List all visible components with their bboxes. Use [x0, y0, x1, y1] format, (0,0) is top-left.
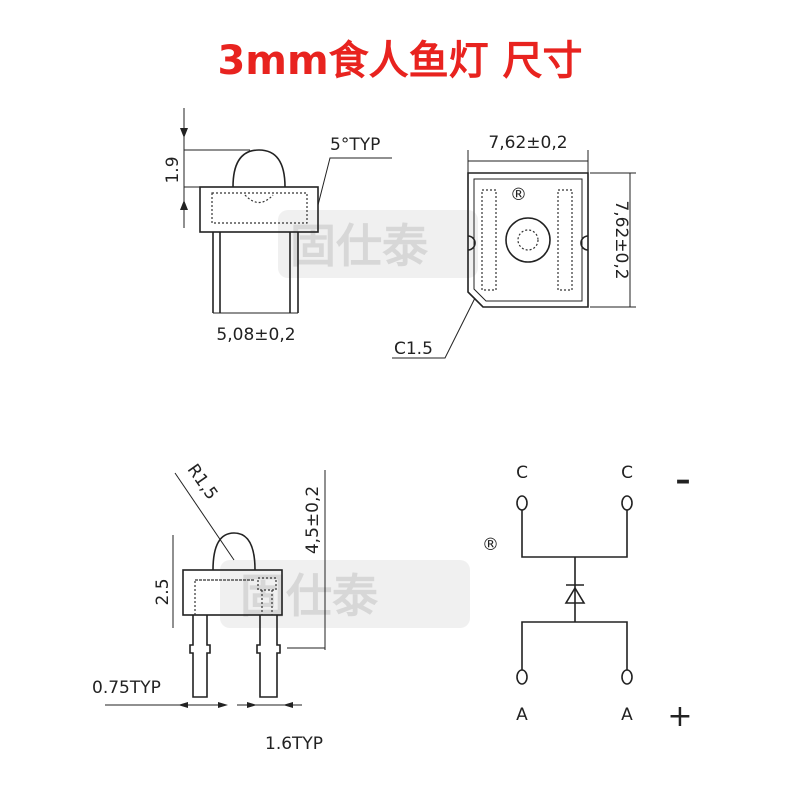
- cathode-label: C: [516, 463, 528, 483]
- watermark-text: 固仕泰: [290, 219, 429, 273]
- total-height-dimension: 4,5±0,2: [303, 486, 323, 554]
- top-view: 7,62±0,2 7,62±0,2 C1.5: [392, 133, 636, 359]
- registered-mark: ®: [482, 535, 499, 555]
- body-height-dimension: 2.5: [153, 578, 173, 605]
- registered-mark: ®: [510, 185, 527, 205]
- height-dimension: 7,62±0,2: [611, 200, 631, 279]
- height-dimension: 1.9: [163, 156, 183, 183]
- radius-label: R1,5: [183, 460, 222, 503]
- page-title: 3mm食人鱼灯 尺寸: [217, 38, 583, 84]
- plus-sign: +: [667, 699, 692, 734]
- lead-spacing-label: 1.6TYP: [265, 734, 323, 754]
- pin-schematic: C C A A – +: [516, 463, 693, 734]
- anode-label: A: [621, 705, 633, 725]
- cathode-label: C: [621, 463, 633, 483]
- width-dimension: 7,62±0,2: [488, 133, 567, 153]
- watermark-top: 固仕泰 ®: [278, 185, 527, 278]
- anode-label: A: [516, 705, 528, 725]
- side-view: 1.9 5,08±0,2 5°TYP: [163, 108, 392, 345]
- lead-width-label: 0.75TYP: [92, 678, 161, 698]
- angle-label: 5°TYP: [330, 135, 380, 155]
- pitch-dimension: 5,08±0,2: [216, 325, 295, 345]
- minus-sign: –: [676, 463, 691, 498]
- chamfer-label: C1.5: [394, 339, 433, 359]
